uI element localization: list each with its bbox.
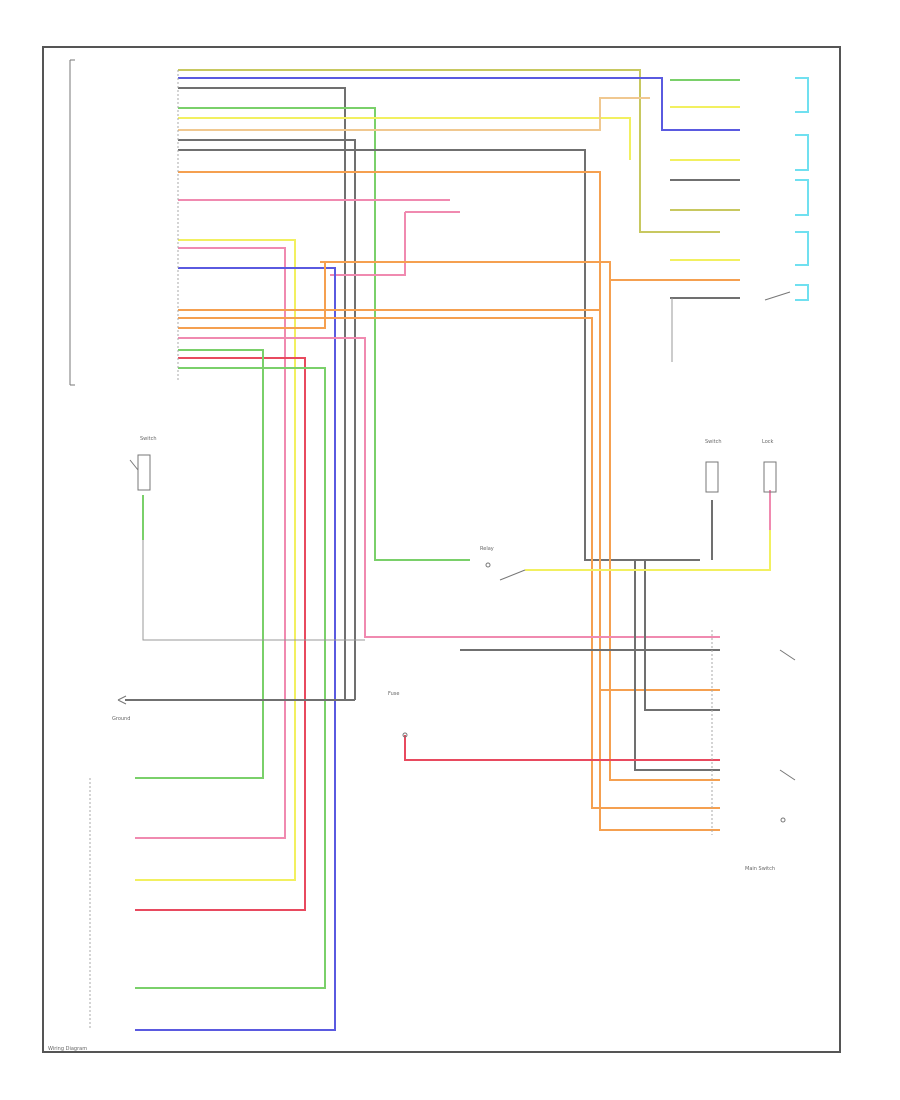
wire-pink-drop bbox=[135, 247, 286, 839]
wire-green-mid bbox=[135, 367, 326, 989]
wire-gray-switch-left bbox=[142, 540, 365, 641]
wire-tan-top bbox=[178, 97, 650, 131]
wire-red-lower bbox=[404, 735, 720, 761]
main-switch-label: Main Switch bbox=[745, 866, 775, 872]
motor-switch-rf: Switch bbox=[705, 439, 722, 493]
connector-lr bbox=[795, 179, 809, 216]
wire-green-top bbox=[178, 107, 470, 561]
motor-switch-lf: Switch bbox=[129, 436, 157, 491]
wire-yellow-switch bbox=[525, 530, 771, 571]
wire-gray-3 bbox=[178, 149, 700, 561]
connector-main bbox=[795, 284, 809, 301]
wire-gray-top bbox=[178, 87, 346, 700]
control-module-box bbox=[69, 59, 75, 386]
ground-label: Ground bbox=[112, 716, 130, 722]
wire-gray-lower bbox=[644, 560, 720, 711]
frame-label: Wiring Diagram bbox=[48, 1046, 87, 1052]
fuse-block: Fuse bbox=[388, 691, 408, 738]
ground-stud: Ground bbox=[112, 695, 130, 722]
lock-label-rr: Lock bbox=[762, 439, 774, 445]
switch-body-lock bbox=[763, 461, 777, 493]
switch-label-lf: Switch bbox=[140, 436, 157, 442]
wire-red-mid bbox=[135, 357, 306, 911]
connector-lf bbox=[795, 77, 809, 113]
wire-orange-mid3 bbox=[178, 317, 720, 809]
motor-connectors bbox=[610, 77, 809, 362]
main-switch: Main Switch bbox=[745, 649, 796, 872]
center-wiring bbox=[142, 490, 771, 771]
relay-center: Relay bbox=[480, 546, 494, 568]
relay-label: Relay bbox=[480, 546, 494, 552]
connector-rf bbox=[795, 134, 809, 171]
wire-orange-mid1 bbox=[320, 261, 720, 781]
wire-gray-lower2 bbox=[634, 560, 720, 771]
switch-body-rf bbox=[705, 461, 719, 493]
wire-orange-1 bbox=[178, 171, 720, 691]
switch-center-arm bbox=[499, 569, 526, 581]
main-switch-pivot bbox=[780, 817, 786, 823]
wire-orange-mid4 bbox=[178, 262, 326, 329]
relay-contact bbox=[485, 562, 491, 568]
connector-rr bbox=[795, 231, 809, 266]
ground-symbol bbox=[117, 695, 127, 705]
switch-arm-lf bbox=[129, 459, 139, 471]
wire-pink-mid bbox=[178, 337, 720, 638]
module-pins bbox=[89, 70, 713, 1030]
switch-label-rf: Switch bbox=[705, 439, 722, 445]
wire-blue-drop bbox=[135, 267, 336, 1031]
wire-olive-top bbox=[178, 69, 720, 233]
fuse-label: Fuse bbox=[388, 691, 399, 697]
switch-main-arm bbox=[764, 291, 791, 301]
wire-yellow-drop bbox=[135, 239, 296, 881]
wire-blue-top bbox=[178, 77, 740, 131]
switch-body-lf bbox=[137, 454, 151, 491]
left-drop-wires bbox=[125, 239, 720, 1031]
wire-yellow-top bbox=[178, 117, 631, 160]
fuse-node bbox=[402, 732, 408, 738]
wire-pink-2 bbox=[330, 211, 460, 276]
diagram-frame bbox=[42, 46, 841, 1053]
main-switch-arm2 bbox=[779, 769, 796, 781]
lock-switch-rr: Lock bbox=[762, 439, 777, 493]
main-switch-arm1 bbox=[779, 649, 796, 661]
wire-green-low bbox=[135, 349, 264, 779]
components: Switch Switch Lock Relay Ground Fuse bbox=[112, 436, 796, 872]
wire-gray-2 bbox=[178, 139, 356, 700]
